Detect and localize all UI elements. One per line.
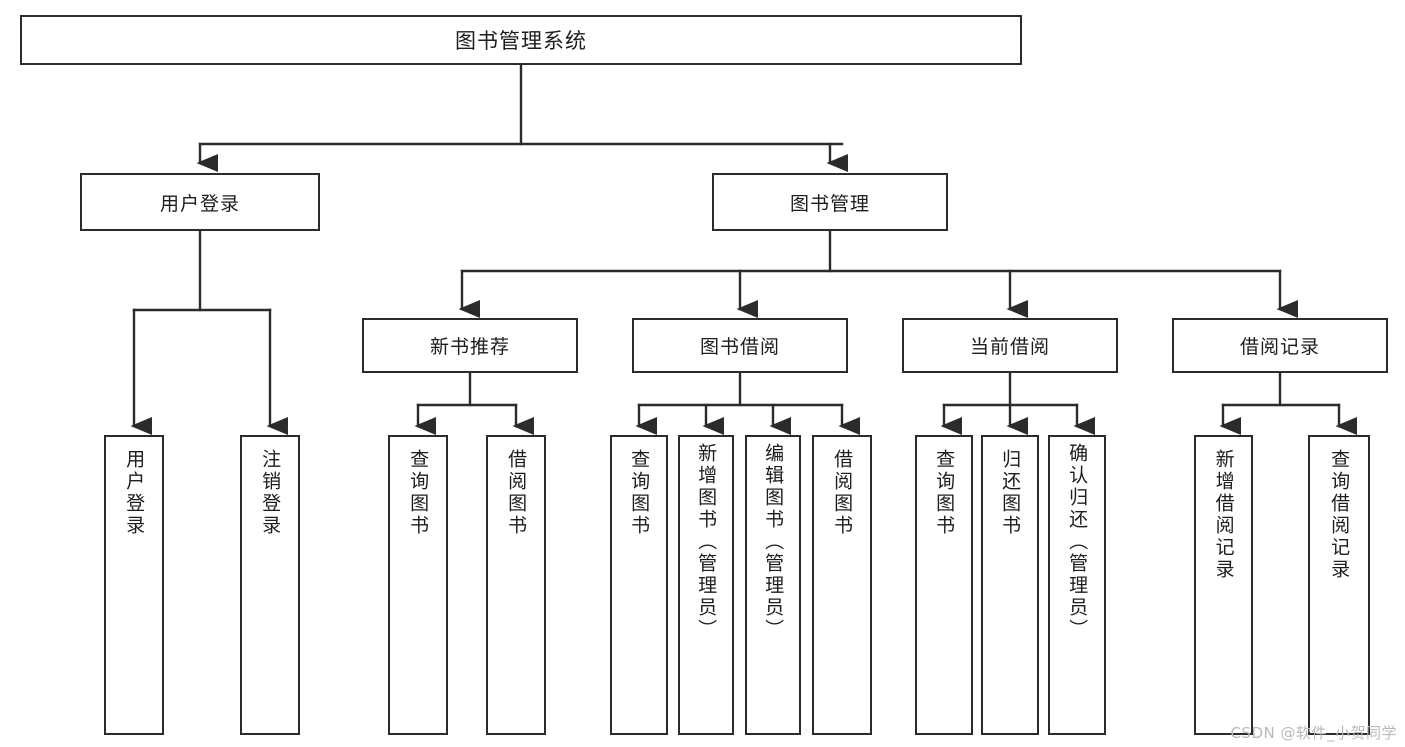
leaf-return-book[interactable]: 归还图书 <box>981 435 1039 735</box>
leaf-label: 查询图书 <box>628 449 651 537</box>
leaf-logout[interactable]: 注销登录 <box>240 435 300 735</box>
leaf-label: 查询图书 <box>407 449 430 537</box>
leaf-label: 查询图书 <box>933 449 956 537</box>
node-book-management[interactable]: 图书管理 <box>712 173 948 231</box>
leaf-user-login[interactable]: 用户登录 <box>104 435 164 735</box>
node-user-login-label: 用户登录 <box>159 192 240 215</box>
node-borrow-record[interactable]: 借阅记录 <box>1172 318 1388 373</box>
node-book-borrow[interactable]: 图书借阅 <box>632 318 848 373</box>
node-new-book-recommend-label: 新书推荐 <box>429 336 510 358</box>
leaf-add-book-admin[interactable]: 新增图书（管理员） <box>678 435 734 735</box>
leaf-label: 查询借阅记录 <box>1328 449 1351 581</box>
leaf-edit-book-admin[interactable]: 编辑图书（管理员） <box>745 435 801 735</box>
node-root[interactable]: 图书管理系统 <box>20 15 1022 65</box>
leaf-label: 确认归还（管理员） <box>1066 443 1089 641</box>
node-book-borrow-label: 图书借阅 <box>699 336 780 358</box>
leaf-label: 新增借阅记录 <box>1212 449 1235 581</box>
node-new-book-recommend[interactable]: 新书推荐 <box>362 318 578 373</box>
leaf-label: 注销登录 <box>259 449 282 537</box>
leaf-confirm-return-admin[interactable]: 确认归还（管理员） <box>1048 435 1106 735</box>
node-borrow-record-label: 借阅记录 <box>1239 336 1320 358</box>
leaf-label: 借阅图书 <box>505 449 528 537</box>
leaf-label: 用户登录 <box>123 449 146 537</box>
node-current-borrow[interactable]: 当前借阅 <box>902 318 1118 373</box>
leaf-borrow-book[interactable]: 借阅图书 <box>812 435 872 735</box>
leaf-query-book-recommend[interactable]: 查询图书 <box>388 435 448 735</box>
leaf-query-borrow-record[interactable]: 查询借阅记录 <box>1308 435 1370 735</box>
leaf-query-book-current[interactable]: 查询图书 <box>915 435 973 735</box>
leaf-label: 归还图书 <box>999 449 1022 537</box>
leaf-label: 编辑图书（管理员） <box>762 443 785 641</box>
node-book-management-label: 图书管理 <box>789 192 870 215</box>
leaf-add-borrow-record[interactable]: 新增借阅记录 <box>1194 435 1253 735</box>
node-root-label: 图书管理系统 <box>455 29 587 53</box>
leaf-query-book-borrow[interactable]: 查询图书 <box>610 435 668 735</box>
leaf-label: 新增图书（管理员） <box>695 443 718 641</box>
node-current-borrow-label: 当前借阅 <box>969 336 1050 358</box>
leaf-label: 借阅图书 <box>831 449 854 537</box>
node-user-login[interactable]: 用户登录 <box>80 173 320 231</box>
csdn-watermark: CSDN @软件_小贺同学 <box>1230 724 1397 742</box>
leaf-borrow-book-recommend[interactable]: 借阅图书 <box>486 435 546 735</box>
